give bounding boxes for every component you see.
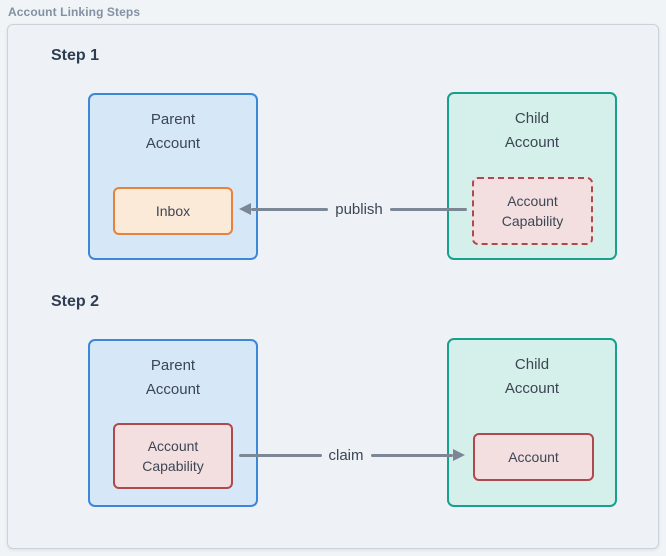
step-2-heading: Step 2 — [51, 293, 100, 310]
step2-account-capability-box: Account Capability — [113, 423, 233, 489]
step1-account-capability-box: Account Capability — [472, 177, 593, 245]
step1-child-account-box: Child Account Account Capability — [447, 92, 617, 260]
arrowhead-right-icon — [453, 449, 466, 461]
step1-inbox-box: Inbox — [113, 187, 233, 235]
step1-parent-account-box: Parent Account Inbox — [88, 93, 258, 260]
step2-parent-account-title: Parent Account — [145, 357, 201, 398]
diagram-container: Step 1 Parent Account Inbox Child Accoun… — [7, 24, 659, 549]
step1-account-capability-label: Account Capability — [501, 193, 564, 229]
arrow-line — [389, 207, 468, 211]
step2-account-label: Account — [508, 449, 559, 465]
arrow-line — [239, 453, 322, 457]
step-1-heading: Step 1 — [51, 47, 100, 64]
step1-inbox-label: Inbox — [155, 203, 191, 219]
arrow-line — [370, 453, 454, 457]
step2-arrow-label: claim — [328, 446, 364, 464]
step2-child-account-title: Child Account — [504, 356, 560, 397]
step1-publish-arrow: publish — [239, 200, 468, 218]
step1-parent-account-title: Parent Account — [145, 111, 201, 152]
step2-child-account-box: Child Account Account — [447, 338, 617, 507]
step2-parent-account-box: Parent Account Account Capability — [88, 339, 258, 507]
step2-claim-arrow: claim — [239, 446, 466, 464]
arrow-line — [251, 207, 329, 211]
step2-account-box: Account — [473, 433, 594, 481]
page-title: Account Linking Steps — [8, 5, 141, 19]
arrowhead-left-icon — [239, 203, 251, 215]
step1-arrow-label: publish — [335, 200, 383, 218]
step1-child-account-title: Child Account — [504, 110, 560, 151]
step2-account-capability-label: Account Capability — [142, 438, 204, 474]
